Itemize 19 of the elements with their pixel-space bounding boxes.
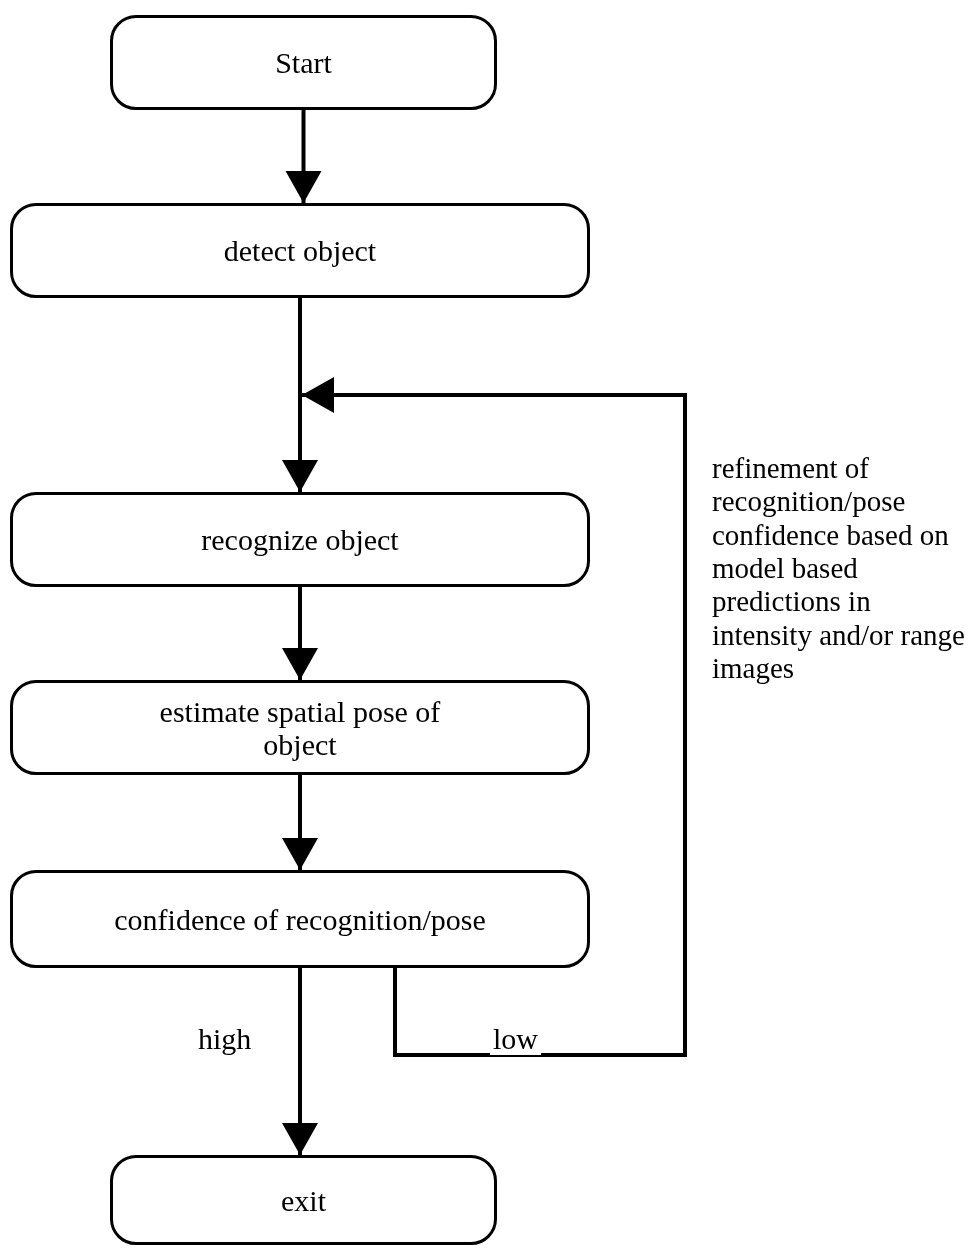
process-box (110, 15, 497, 110)
box-label: Start (275, 46, 332, 79)
box-label: detect object (223, 234, 377, 267)
arrow (282, 968, 318, 1155)
note-text: refinement of recognition/pose confidence based on model based predictions in intensity and/or range images (712, 452, 966, 686)
arrow (282, 298, 318, 492)
process-box (10, 680, 590, 775)
arrow (282, 587, 318, 680)
process-box (110, 1155, 497, 1245)
process-box (10, 492, 590, 587)
arrow (302, 377, 687, 1057)
arrow (282, 775, 318, 870)
box-label: confidence of recognition/pose (114, 902, 486, 936)
process-box (10, 870, 590, 968)
box-label: estimate spatial pose of object (158, 694, 442, 761)
box-label: recognize object (201, 523, 399, 556)
process-box (10, 203, 590, 298)
box-label: exit (281, 1183, 326, 1217)
arrow (285, 110, 322, 203)
